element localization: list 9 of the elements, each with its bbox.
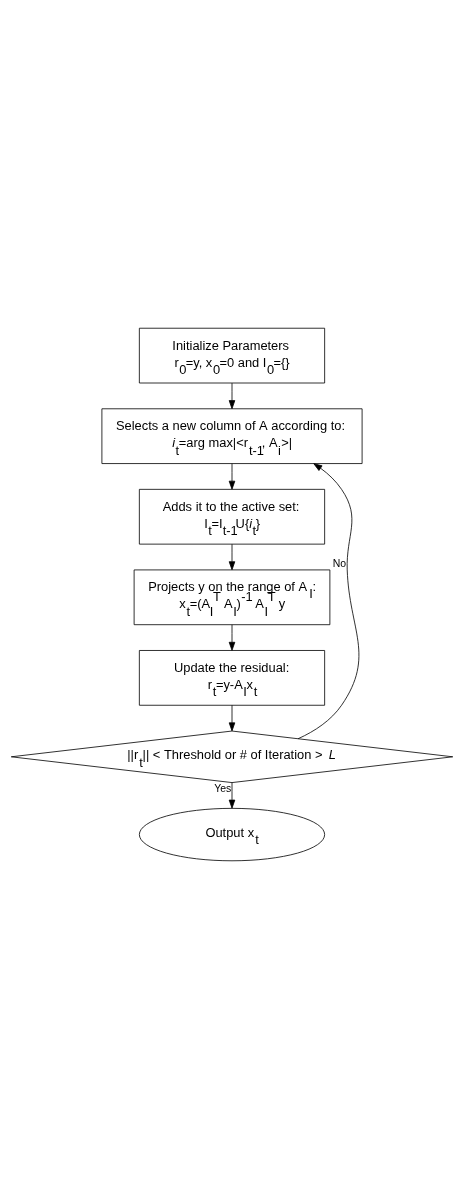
arrow: [228, 543, 236, 571]
arrow: [228, 782, 236, 809]
arrow: [228, 463, 236, 490]
edge-label: Yes: [214, 783, 232, 795]
arrow: [297, 463, 360, 740]
edge-label: No: [332, 558, 347, 569]
arrow: [228, 704, 236, 732]
arrow: [228, 624, 236, 651]
arrow: [228, 382, 236, 410]
